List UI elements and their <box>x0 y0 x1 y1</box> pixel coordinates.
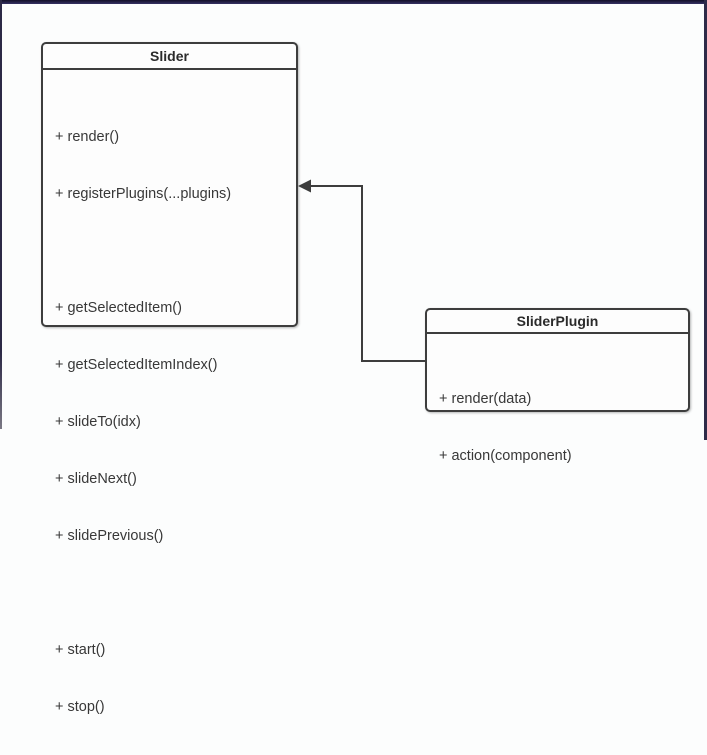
member-line: + slideNext() <box>55 471 137 487</box>
member-spacer <box>55 242 288 261</box>
frame-top-bar <box>0 0 707 4</box>
member-line: + getSelectedItem() <box>55 300 182 316</box>
member-line: + registerPlugins(...plugins) <box>55 186 232 202</box>
member-line: + slideTo(idx) <box>55 414 141 430</box>
frame-left-bar <box>0 0 2 429</box>
frame-right-bar <box>704 0 707 440</box>
member-spacer <box>55 584 288 603</box>
member-line: + getSelectedItemIndex() <box>55 357 218 373</box>
arrowhead-icon <box>298 179 311 193</box>
member-line: + start() <box>55 642 106 658</box>
member-line: + render() <box>55 129 120 145</box>
class-title-slider: Slider <box>43 44 296 70</box>
class-box-sliderplugin: SliderPlugin + render(data) + action(com… <box>425 308 690 464</box>
class-title-sliderplugin: SliderPlugin <box>427 310 688 334</box>
class-members-slider: + render() + registerPlugins(...plugins)… <box>43 70 296 755</box>
member-line: + stop() <box>55 699 105 715</box>
class-members-sliderplugin: + render(data) + action(component) <box>427 334 688 504</box>
member-line: + render(data) <box>439 391 532 407</box>
member-line: + action(component) <box>439 448 572 464</box>
association-arrow <box>298 179 425 362</box>
member-line: + slidePrevious() <box>55 528 164 544</box>
class-box-slider: Slider + render() + registerPlugins(...p… <box>41 42 298 715</box>
